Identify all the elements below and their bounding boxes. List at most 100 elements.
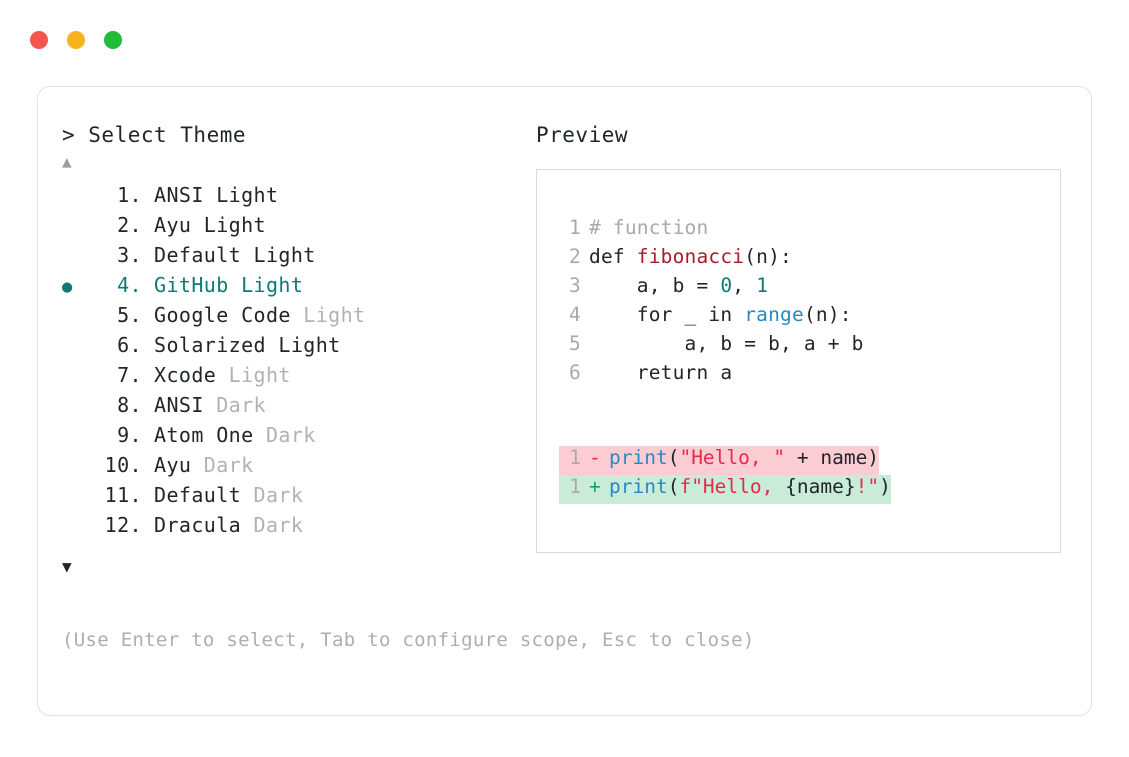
theme-item-variant: Light xyxy=(303,303,366,327)
line-number: 1 xyxy=(569,475,581,498)
code-line: 6 return a xyxy=(559,361,1052,390)
row-marker-spacer xyxy=(62,517,96,537)
theme-item-name: GitHub xyxy=(154,273,242,297)
diff-sign: + xyxy=(589,475,601,498)
card-body: > Select Theme ▲ 1. ANSI Light 2.Ayu Ligh… xyxy=(38,87,1091,715)
close-window-dot[interactable] xyxy=(30,31,48,49)
code-token: a, b = b, a + b xyxy=(589,332,864,355)
code-token: # function xyxy=(589,216,709,239)
code-token: + name) xyxy=(785,446,880,469)
code-token: (n): xyxy=(803,303,852,326)
theme-item-index: 9. xyxy=(104,423,142,447)
theme-list[interactable]: 1. ANSI Light 2.Ayu Light 3. Default Light… xyxy=(62,183,532,543)
theme-list-item[interactable]: 5. Google Code Light xyxy=(62,303,532,333)
code-token: ( xyxy=(667,475,680,498)
code-token: , xyxy=(732,274,757,297)
line-number: 3 xyxy=(569,274,581,297)
code-token: print xyxy=(609,475,668,498)
theme-list-item[interactable]: 1. ANSI Light xyxy=(62,183,532,213)
code-line: 5 a, b = b, a + b xyxy=(559,332,1052,361)
code-token: a, b = xyxy=(589,274,721,297)
theme-picker-card: > Select Theme ▲ 1. ANSI Light 2.Ayu Ligh… xyxy=(37,86,1092,716)
theme-list-item[interactable]: 11.Default Dark xyxy=(62,483,532,513)
theme-item-name: Atom One xyxy=(154,423,266,447)
theme-list-item[interactable]: 7.Xcode Light xyxy=(62,363,532,393)
theme-item-index: 1. xyxy=(104,183,142,207)
code-line: 1 # function xyxy=(559,216,1052,245)
theme-item-variant: Light xyxy=(216,183,279,207)
code-token: "Hello, " xyxy=(679,446,786,469)
code-token: (n): xyxy=(744,245,792,268)
theme-item-index: 10. xyxy=(104,453,142,477)
code-token: range xyxy=(744,303,804,326)
theme-item-name: Default xyxy=(154,483,254,507)
code-token: {name} xyxy=(785,475,856,498)
theme-item-index: 6. xyxy=(104,333,142,357)
theme-item-variant: Light xyxy=(228,363,291,387)
theme-list-item[interactable]: 10.Ayu Dark xyxy=(62,453,532,483)
line-number: 1 xyxy=(569,216,581,239)
selected-bullet-icon: ● xyxy=(62,277,73,297)
code-token: !" xyxy=(855,475,880,498)
row-marker-spacer xyxy=(62,187,96,207)
theme-item-variant: Light xyxy=(241,273,304,297)
code-token: 0 xyxy=(720,274,733,297)
code-token: fibonacci xyxy=(636,245,745,268)
scroll-up-icon[interactable]: ▲ xyxy=(62,152,72,171)
preview-title: Preview xyxy=(536,123,629,147)
theme-item-name: Default xyxy=(154,243,254,267)
page-title: > Select Theme xyxy=(62,123,247,147)
theme-list-item[interactable]: 12.Dracula Dark xyxy=(62,513,532,543)
theme-list-item[interactable]: 2.Ayu Light xyxy=(62,213,532,243)
code-token: 1 xyxy=(756,274,769,297)
code-token: def xyxy=(589,245,637,268)
theme-item-index: 3. xyxy=(104,243,142,267)
line-number: 2 xyxy=(569,245,581,268)
window-controls xyxy=(30,31,122,49)
theme-item-index: 2. xyxy=(104,213,142,237)
code-line: 3 a, b = 0, 1 xyxy=(559,274,1052,303)
diff-line-added: 1 + print(f"Hello, {name}!") xyxy=(559,475,891,504)
code-token: ) xyxy=(879,475,891,498)
theme-list-item[interactable]: 9. Atom One Dark xyxy=(62,423,532,453)
code-token: return a xyxy=(589,361,733,384)
theme-list-item[interactable]: ● 4.GitHub Light xyxy=(62,273,532,303)
row-marker-spacer xyxy=(62,307,96,327)
row-marker-spacer xyxy=(62,487,96,507)
row-marker-spacer xyxy=(62,457,96,477)
theme-item-variant: Dark xyxy=(216,393,266,417)
theme-item-variant: Light xyxy=(203,213,266,237)
row-marker-spacer xyxy=(62,247,96,267)
line-number: 4 xyxy=(569,303,581,326)
diff-sign: - xyxy=(589,446,601,469)
theme-item-name: Dracula xyxy=(154,513,254,537)
keyboard-hint: (Use Enter to select, Tab to configure s… xyxy=(62,629,755,651)
theme-list-item[interactable]: 8.ANSI Dark xyxy=(62,393,532,423)
theme-item-variant: Dark xyxy=(265,423,316,447)
theme-list-item[interactable]: 6.Solarized Light xyxy=(62,333,532,363)
row-marker-spacer xyxy=(62,397,96,417)
theme-list-item[interactable]: 3.Default Light xyxy=(62,243,532,273)
theme-item-name: ANSI xyxy=(154,393,217,417)
code-line: 2 def fibonacci(n): xyxy=(559,245,1052,274)
theme-item-index: 5. xyxy=(104,303,142,327)
code-token: f"Hello, xyxy=(679,475,786,498)
theme-item-name: ANSI xyxy=(154,183,217,207)
theme-selection-column: > Select Theme ▲ 1. ANSI Light 2.Ayu Ligh… xyxy=(62,123,532,579)
theme-item-index: 11. xyxy=(104,483,142,507)
theme-item-name: Google Code xyxy=(154,303,304,327)
theme-item-index: 7. xyxy=(104,363,142,387)
maximize-window-dot[interactable] xyxy=(104,31,122,49)
line-number: 6 xyxy=(569,361,581,384)
row-marker-spacer xyxy=(62,427,96,447)
theme-item-variant: Dark xyxy=(253,513,304,537)
code-line: 4 for _ in range(n): xyxy=(559,303,1052,332)
theme-item-variant: Light xyxy=(278,333,341,357)
minimize-window-dot[interactable] xyxy=(67,31,85,49)
code-token: print xyxy=(609,446,668,469)
code-token: ( xyxy=(667,446,680,469)
scroll-down-icon[interactable]: ▼ xyxy=(62,557,72,576)
line-number: 1 xyxy=(569,446,581,469)
